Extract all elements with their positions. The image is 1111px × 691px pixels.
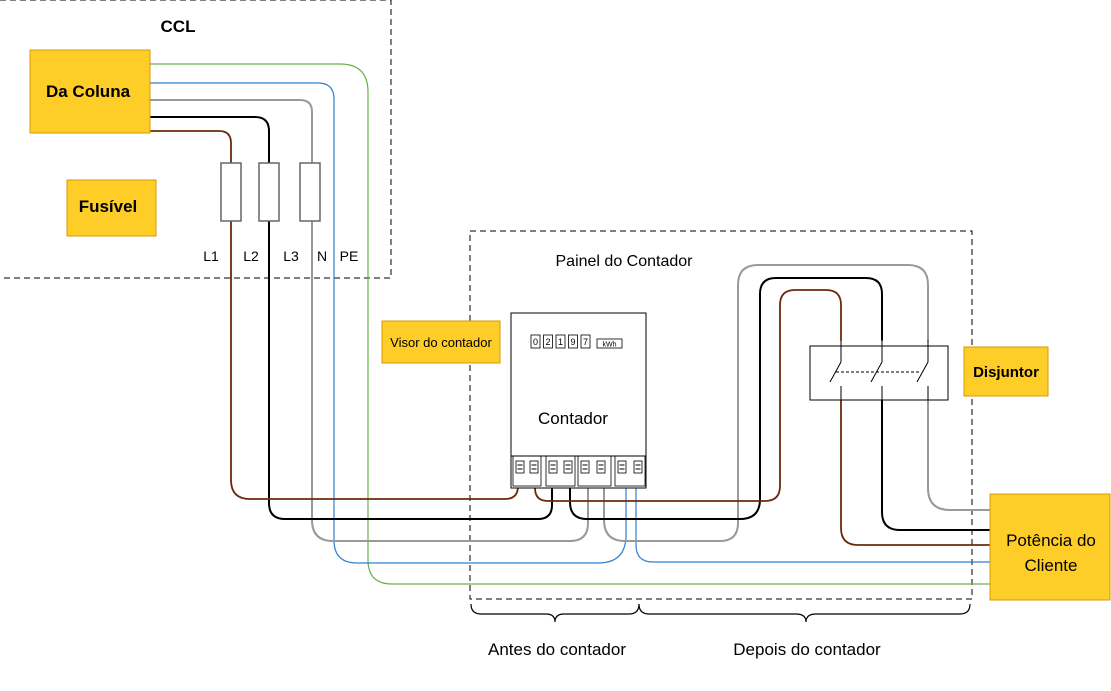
wire-l1-load <box>840 399 991 546</box>
wire-pe <box>149 63 991 585</box>
wire-n <box>149 82 627 564</box>
panel-enclosure <box>469 230 973 600</box>
source-label: Da Coluna <box>46 82 131 101</box>
fuse-label: Fusível <box>79 197 138 216</box>
meter-digit: 2 <box>545 337 550 347</box>
client-label-line2: Cliente <box>1025 556 1078 575</box>
meter-terminal <box>515 460 525 474</box>
meter-terminal <box>529 460 539 474</box>
wire-n-out <box>635 475 991 563</box>
meter-label: Contador <box>538 409 608 428</box>
terminal-group <box>614 455 646 487</box>
wire-l2-load <box>881 399 991 531</box>
meter-digit: 7 <box>583 337 588 347</box>
phase-label-l1: L1 <box>203 248 219 264</box>
phase-label-n: N <box>317 248 327 264</box>
phase-label-l3: L3 <box>283 248 299 264</box>
meter-terminals <box>512 455 646 487</box>
breaker-body <box>809 345 949 401</box>
meter-digit-box <box>580 334 591 349</box>
wire-l3-load <box>927 399 991 511</box>
fuse-box <box>66 179 157 237</box>
meter-display-box <box>381 320 501 364</box>
meter-digit-box <box>555 334 566 349</box>
client-label-line1: Potência do <box>1006 531 1096 550</box>
wire-l1 <box>149 130 232 164</box>
breaker-label: Disjuntor <box>973 364 1039 381</box>
meter-unit: kWh <box>603 342 617 349</box>
meter-digit-box <box>530 334 541 349</box>
fuse-l2 <box>258 162 280 222</box>
meter-digit: 1 <box>558 337 563 347</box>
fuse-l1 <box>220 162 242 222</box>
wire-l2 <box>149 116 270 164</box>
terminal-group <box>545 455 576 487</box>
breaker-box <box>963 346 1049 397</box>
brace-before <box>470 603 640 623</box>
section-after-label: Depois do contador <box>733 640 881 659</box>
meter-terminal <box>580 460 590 474</box>
meter-terminal <box>548 460 558 474</box>
meter-terminal <box>633 460 643 474</box>
terminal-group <box>512 455 542 487</box>
ccl-title: CCL <box>161 17 196 36</box>
breaker-switches <box>829 340 929 400</box>
phase-label-l2: L2 <box>243 248 259 264</box>
brace-after <box>638 603 971 623</box>
meter-digit: 9 <box>570 337 575 347</box>
wire-l1-down <box>230 220 519 500</box>
fuse-l3 <box>299 162 321 222</box>
wire-l1-out <box>534 289 842 502</box>
source-box <box>29 49 151 134</box>
meter-digit-box <box>568 334 578 349</box>
ccl-enclosure <box>0 0 392 279</box>
meter-terminal <box>563 460 573 474</box>
wire-l3 <box>149 99 589 542</box>
client-box <box>989 493 1111 601</box>
wire-l2-down <box>268 220 553 520</box>
meter-unit-box <box>596 338 623 349</box>
wire-l2-out <box>569 277 883 520</box>
panel-title: Painel do Contador <box>556 253 694 270</box>
phase-label-pe: PE <box>340 248 359 264</box>
section-before-label: Antes do contador <box>488 640 626 659</box>
meter-digit: 0 <box>533 337 538 347</box>
meter-terminal <box>617 460 627 474</box>
terminal-group <box>577 455 612 487</box>
wire-l3-out <box>603 264 929 542</box>
meter-digit-box <box>543 334 553 349</box>
meter-display-label: Visor do contador <box>390 335 492 350</box>
meter-terminal <box>596 460 606 474</box>
